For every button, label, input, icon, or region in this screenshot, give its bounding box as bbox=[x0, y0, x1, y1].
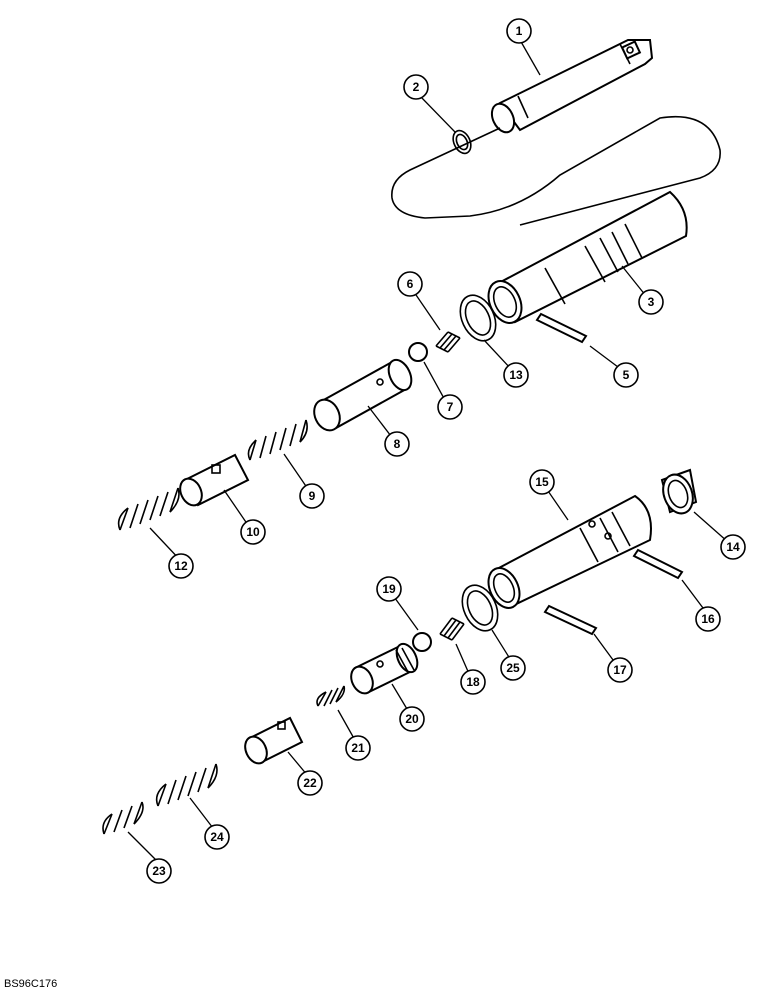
part-spool-shaft bbox=[490, 39, 654, 134]
callout-label: 24 bbox=[210, 830, 224, 844]
callout-1: 1 bbox=[506, 18, 532, 44]
callout-label: 21 bbox=[351, 741, 365, 755]
callout-2: 2 bbox=[403, 74, 429, 100]
callout-label: 15 bbox=[535, 475, 549, 489]
callout-label: 3 bbox=[648, 295, 655, 309]
callout-10: 10 bbox=[240, 519, 266, 545]
callout-label: 12 bbox=[174, 559, 188, 573]
part-ball-upper bbox=[408, 342, 428, 362]
part-snap-ring bbox=[452, 129, 472, 155]
part-spring-seat-lower bbox=[244, 716, 304, 765]
part-spring-seat-upper bbox=[179, 453, 250, 507]
part-spool-body-lower bbox=[487, 494, 652, 609]
part-spring-outer-upper bbox=[117, 487, 180, 531]
callout-22: 22 bbox=[297, 770, 323, 796]
callout-19: 19 bbox=[376, 576, 402, 602]
part-washer-lower bbox=[461, 584, 499, 632]
figure-code: BS96C176 bbox=[4, 978, 58, 990]
callout-label: 16 bbox=[701, 612, 715, 626]
leader-lines bbox=[127, 39, 729, 865]
callout-label: 2 bbox=[413, 80, 420, 94]
callout-18: 18 bbox=[460, 669, 486, 695]
callout-3: 3 bbox=[638, 289, 664, 315]
part-spring-middle-lower bbox=[155, 763, 218, 807]
callout-label: 23 bbox=[152, 864, 166, 878]
callout-20: 20 bbox=[399, 706, 425, 732]
part-spool-body-upper bbox=[487, 190, 688, 324]
callout-13: 13 bbox=[503, 362, 529, 388]
callout-label: 1 bbox=[516, 24, 523, 38]
part-poppet-upper bbox=[313, 358, 413, 432]
callout-6: 6 bbox=[397, 271, 423, 297]
callout-21: 21 bbox=[345, 735, 371, 761]
part-small-spring-lower bbox=[439, 617, 465, 641]
callout-label: 7 bbox=[447, 400, 454, 414]
part-spring-outer-lower bbox=[102, 801, 144, 835]
part-spring-middle-upper bbox=[247, 419, 308, 461]
callout-label: 22 bbox=[303, 776, 317, 790]
callout-9: 9 bbox=[299, 483, 325, 509]
callout-label: 25 bbox=[506, 661, 520, 675]
callout-label: 17 bbox=[613, 663, 627, 677]
part-cap-ring bbox=[660, 468, 698, 515]
callout-label: 14 bbox=[726, 540, 740, 554]
part-small-spring-upper bbox=[435, 331, 461, 353]
callout-label: 10 bbox=[246, 525, 260, 539]
callout-label: 9 bbox=[309, 489, 316, 503]
part-ball-lower bbox=[412, 632, 432, 652]
callout-label: 19 bbox=[382, 582, 396, 596]
part-pin-lower-right bbox=[632, 548, 684, 580]
callout-25: 25 bbox=[500, 655, 526, 681]
callout-5: 5 bbox=[613, 362, 639, 388]
callout-label: 18 bbox=[466, 675, 480, 689]
part-washer-upper bbox=[459, 294, 497, 342]
callout-7: 7 bbox=[437, 394, 463, 420]
part-poppet-lower bbox=[350, 642, 419, 695]
callout-16: 16 bbox=[695, 606, 721, 632]
callout-14: 14 bbox=[720, 534, 746, 560]
callout-15: 15 bbox=[529, 469, 555, 495]
callout-24: 24 bbox=[204, 824, 230, 850]
part-spring-small-lower bbox=[316, 685, 346, 707]
part-pin-upper bbox=[535, 312, 588, 344]
callout-label: 6 bbox=[407, 277, 414, 291]
callout-label: 8 bbox=[394, 437, 401, 451]
callout-label: 20 bbox=[405, 712, 419, 726]
callout-8: 8 bbox=[384, 431, 410, 457]
assembly-outline bbox=[391, 115, 721, 226]
callout-23: 23 bbox=[146, 858, 172, 884]
callout-label: 5 bbox=[623, 368, 630, 382]
callout-12: 12 bbox=[168, 553, 194, 579]
callout-17: 17 bbox=[607, 657, 633, 683]
part-pin-lower-left bbox=[543, 604, 598, 636]
callout-label: 13 bbox=[509, 368, 523, 382]
